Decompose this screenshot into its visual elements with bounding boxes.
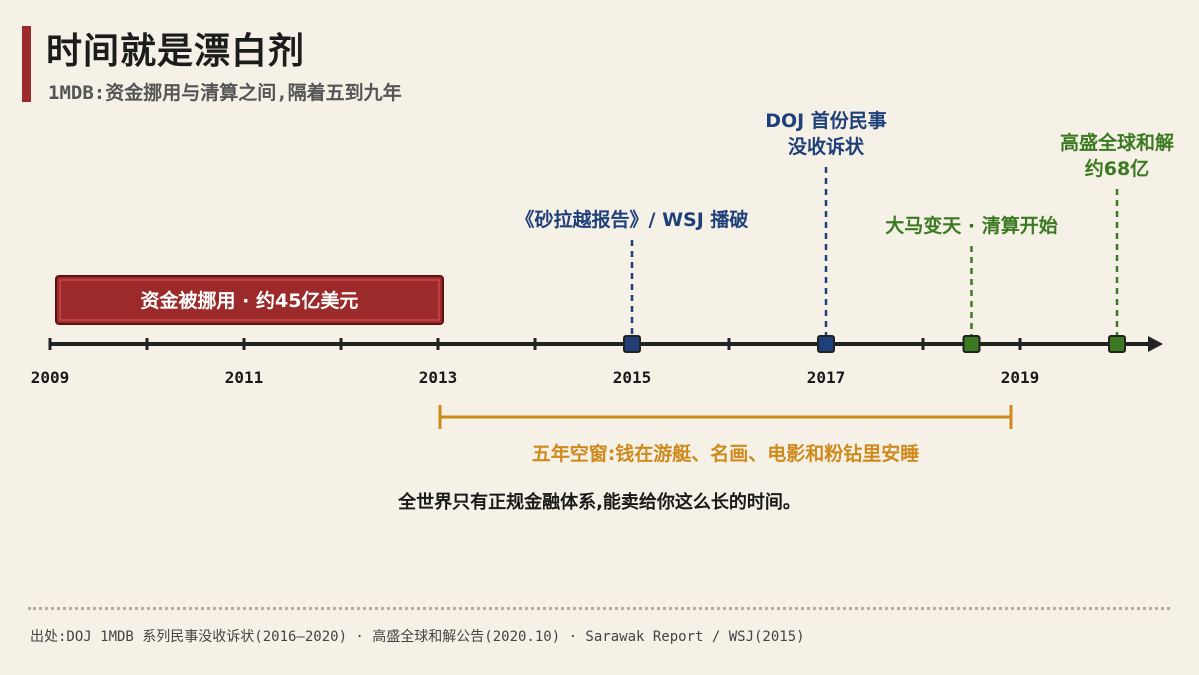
- page-title: 时间就是漂白剂: [46, 31, 306, 72]
- year-label-2019: 2019: [1001, 368, 1040, 387]
- year-label-2009: 2009: [31, 368, 70, 387]
- event-label-2-line-0: 大马变天 · 清算开始: [885, 214, 1057, 237]
- event-label-3-line-1: 约68亿: [1085, 157, 1149, 180]
- page-subtitle: 1MDB:资金挪用与清算之间,隔着五到九年: [48, 82, 402, 104]
- year-label-2015: 2015: [613, 368, 652, 387]
- year-label-2017: 2017: [807, 368, 846, 387]
- misappropriation-bar-label: 资金被挪用 · 约45亿美元: [141, 289, 359, 312]
- event-marker-1: [817, 335, 835, 353]
- year-label-2011: 2011: [225, 368, 264, 387]
- event-label-3-line-0: 高盛全球和解: [1060, 131, 1174, 154]
- misappropriation-bar-inner-border: [59, 279, 440, 321]
- source-note: 出处:DOJ 1MDB 系列民事没收诉状(2016–2020) · 高盛全球和解…: [30, 629, 805, 645]
- event-marker-2: [962, 335, 981, 353]
- source-divider: [28, 607, 1170, 610]
- event-marker-3: [1108, 335, 1126, 353]
- gap-label: 五年空窗:钱在游艇、名画、电影和粉钻里安睡: [532, 442, 920, 465]
- quote-text: 全世界只有正规金融体系,能卖给你这么长的时间。: [398, 492, 801, 513]
- event-label-0-line-0: 《砂拉越报告》/ WSJ 播破: [516, 208, 749, 231]
- event-label-1-line-0: DOJ 首份民事: [765, 109, 887, 132]
- event-label-1-line-1: 没收诉状: [788, 135, 865, 158]
- year-label-2013: 2013: [419, 368, 458, 387]
- event-marker-0: [623, 335, 641, 353]
- misappropriation-bar: [55, 275, 444, 325]
- axis-arrow: [1148, 336, 1163, 352]
- title-accent-bar: [22, 26, 31, 102]
